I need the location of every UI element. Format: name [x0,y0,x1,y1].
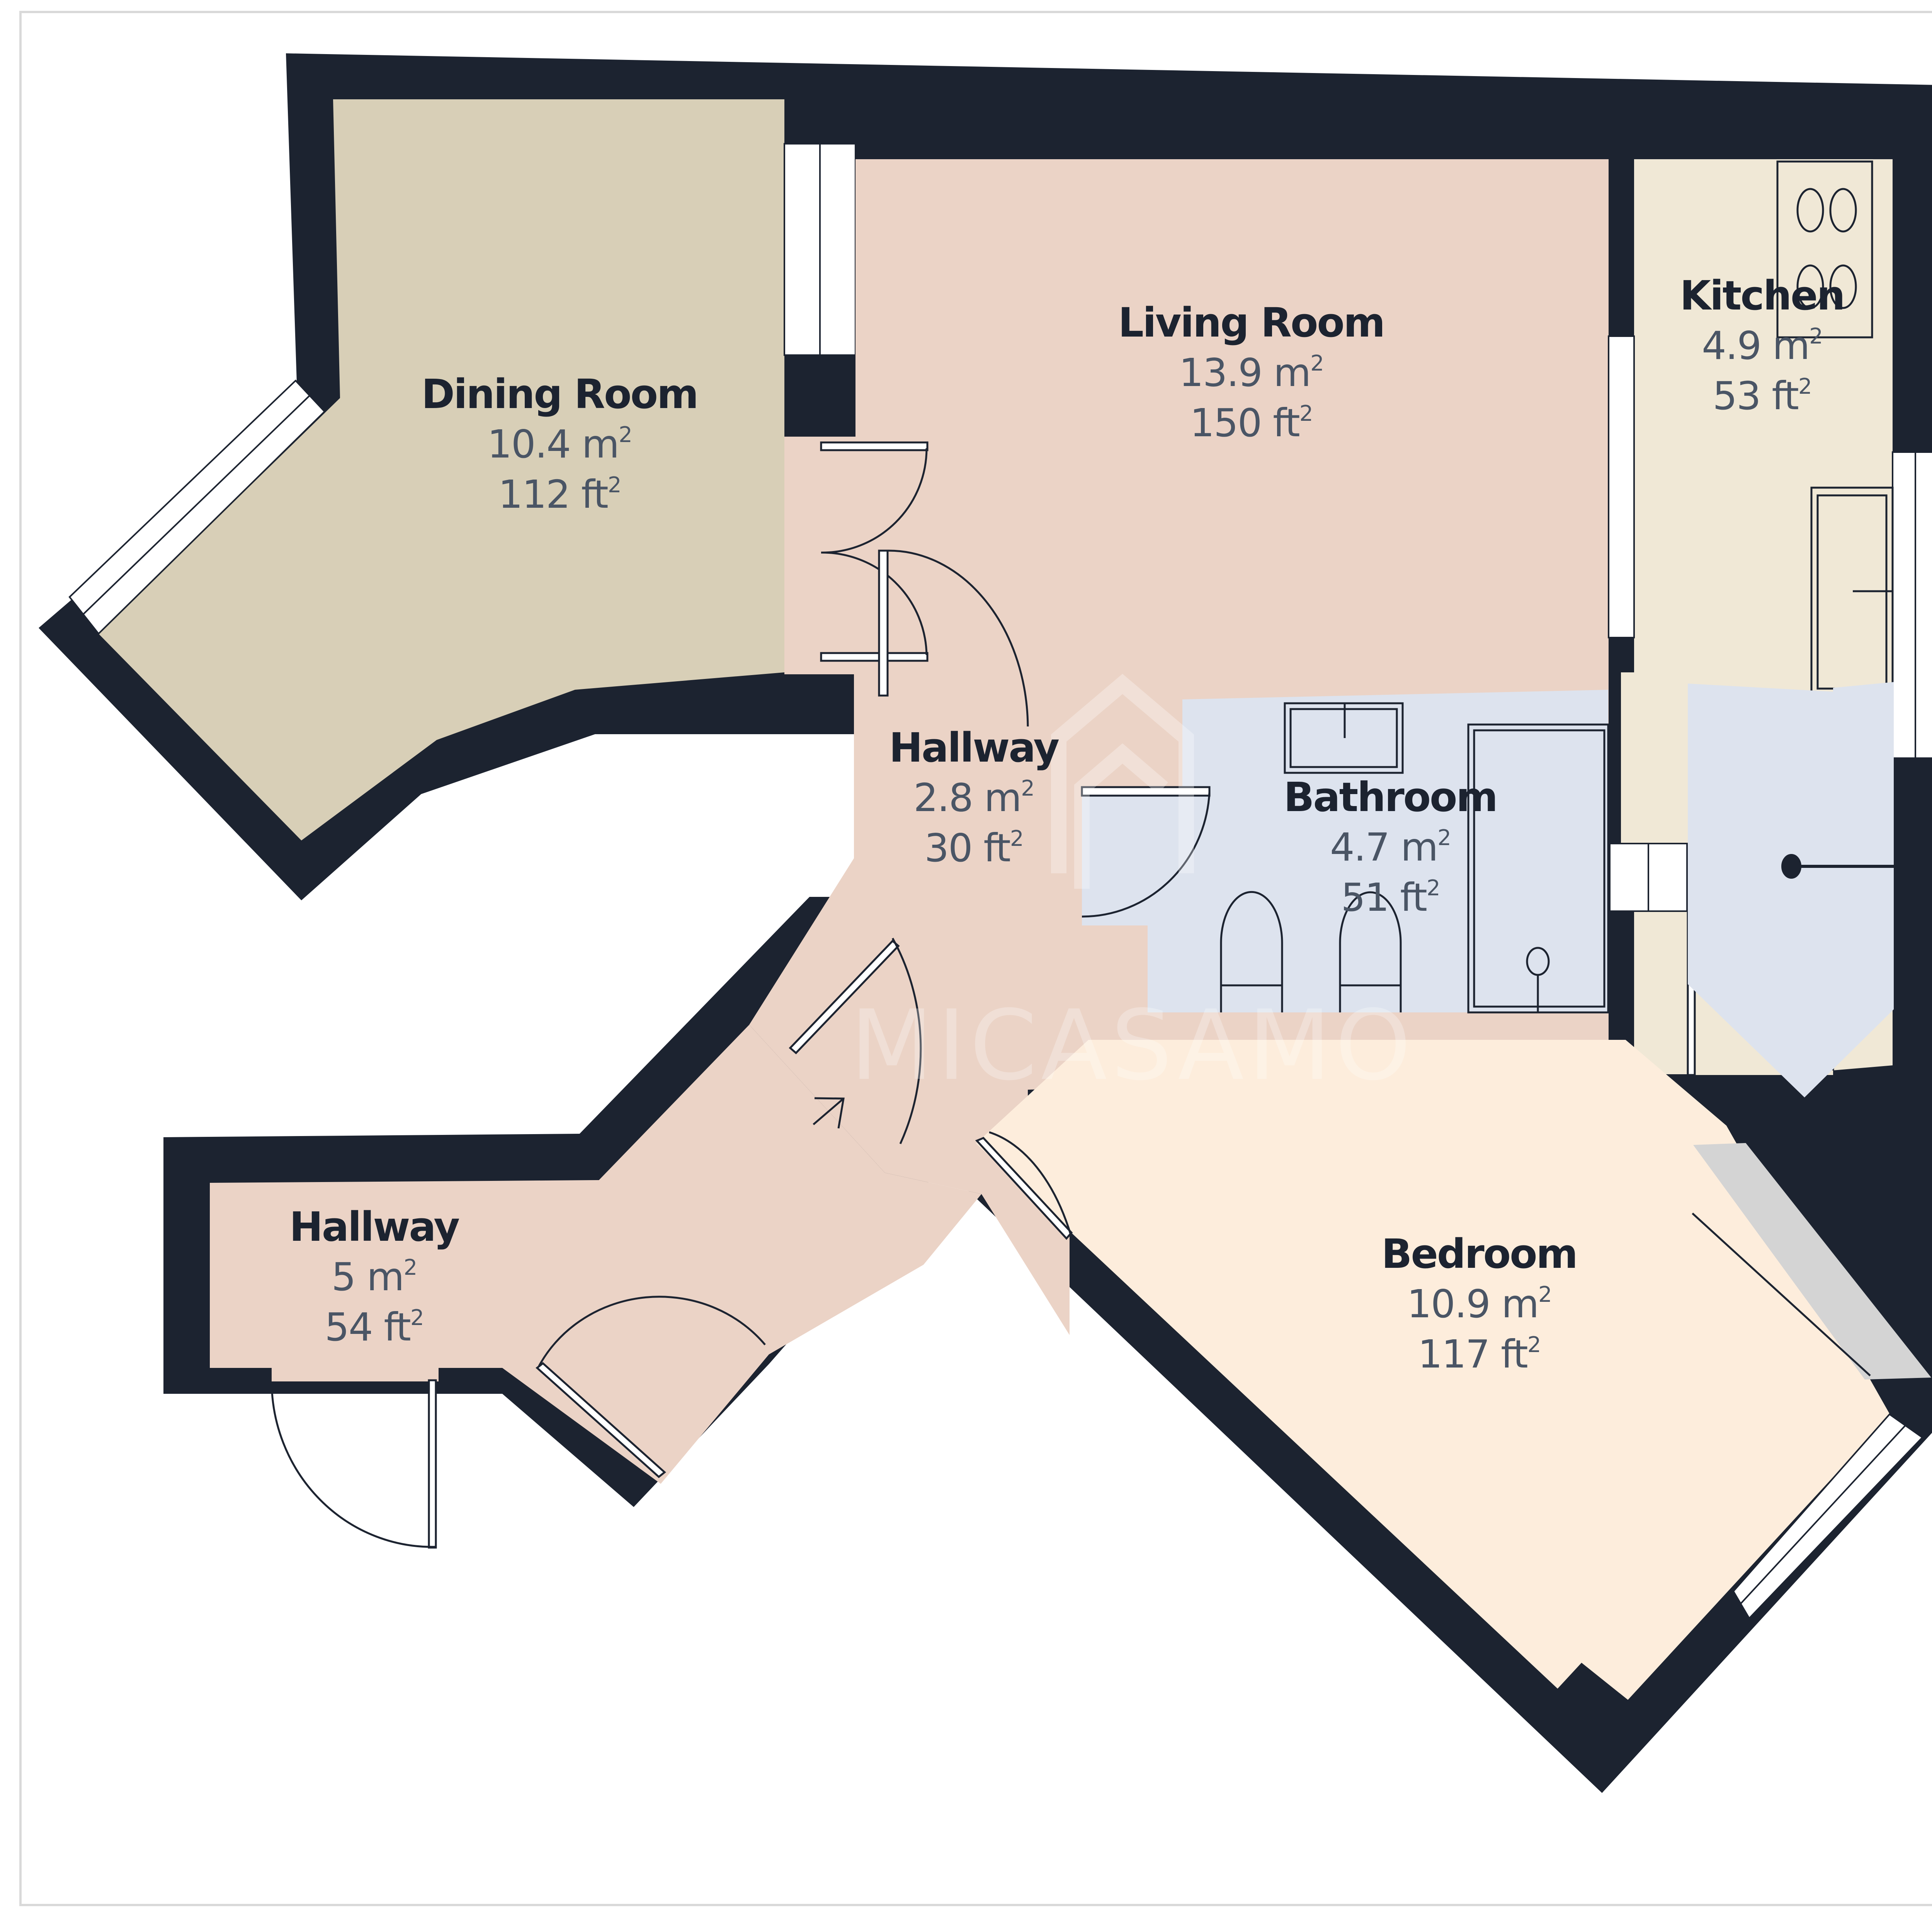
door-hall-inner-diagonal [789,937,922,1145]
label-kitchen: Kitchen 4.9 m2 53 ft2 [1680,272,1845,418]
room-bathroom [1082,690,1608,1012]
toilet-icon [1220,891,1402,1012]
label-dining-room: Dining Room 10.4 m2 112 ft2 [421,371,699,517]
door-entry-diagonal [536,1296,766,1478]
door-front [270,1379,437,1549]
room-utility [1688,682,1894,1097]
room-hallway-inner [749,674,1070,1335]
watermark-logo [1051,674,1194,889]
basin-icon [1284,702,1404,774]
wardrobe [1692,1143,1931,1379]
window-bedroom [1732,1413,1924,1620]
label-hallway-inner: Hallway 2.8 m2 30 ft2 [889,724,1060,871]
window-dining-living [784,143,856,356]
window-living-kitchen [1608,335,1635,638]
window-bath-utility [1609,843,1688,912]
label-living-room: Living Room 13.9 m2 150 ft2 [1118,299,1385,446]
hob-icon [1776,160,1873,338]
room-dining [99,99,784,840]
room-bedroom [976,1040,1890,1700]
floor-plan-sheet [19,11,1932,1906]
door-dining-hall [820,441,1029,727]
arrow-icon [813,1097,845,1129]
window-dining [68,379,326,635]
door-bathroom [1081,786,1211,918]
label-bathroom: Bathroom 4.7 m2 51 ft2 [1284,774,1498,920]
room-hallway-entry [210,1025,981,1484]
utility-pointer [1781,854,1932,879]
door-bedroom [975,1131,1073,1240]
label-hallway-entry: Hallway 5 m2 54 ft2 [289,1203,460,1350]
label-bedroom: Bedroom 10.9 m2 117 ft2 [1381,1230,1578,1377]
shower-tray-icon [1467,723,1609,1014]
window-kitchen [1892,451,1932,759]
